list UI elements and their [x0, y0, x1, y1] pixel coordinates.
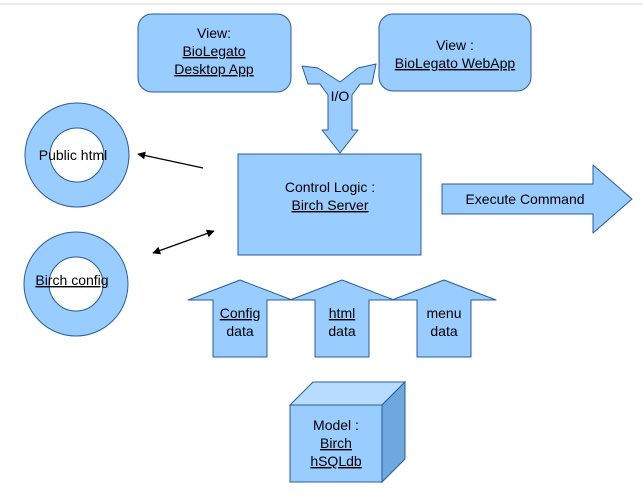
menu-data-line1: menu	[426, 305, 461, 321]
view-webapp-line2: BioLegato WebApp	[395, 55, 516, 71]
html-data-line2: data	[328, 323, 355, 339]
view-desktop-line1: View:	[197, 25, 231, 41]
view-desktop-line3: Desktop App	[174, 61, 254, 77]
execute-command-label: Execute Command	[465, 191, 584, 207]
birch-config-ring: Birch config	[23, 231, 129, 337]
view-webapp-line1: View :	[436, 37, 474, 53]
config-data-line2: data	[226, 323, 253, 339]
model-line3: hSQLdb	[310, 453, 362, 469]
view-desktop-box: View: BioLegato Desktop App	[137, 13, 292, 93]
config-data-line1: Config	[220, 305, 260, 321]
arrow-to-public-html	[137, 151, 204, 169]
io-split-arrow: I/O	[301, 63, 377, 154]
model-line2: Birch	[320, 435, 352, 451]
model-cube: Model : Birch hSQLdb	[288, 380, 407, 484]
arrow-birch-config-bidirectional	[152, 229, 215, 255]
control-logic-line2: Birch Server	[291, 197, 368, 213]
html-data-line1: html	[329, 305, 355, 321]
model-line1: Model :	[313, 417, 359, 433]
control-logic-line1: Control Logic :	[285, 179, 375, 195]
view-desktop-line2: BioLegato	[182, 43, 245, 59]
control-logic-box: Control Logic : Birch Server	[237, 153, 422, 256]
view-webapp-box: View : BioLegato WebApp	[378, 13, 532, 92]
execute-command-arrow: Execute Command	[441, 164, 633, 234]
public-html-ring: Public html	[24, 102, 130, 208]
html-data-arrow: html data	[289, 279, 395, 358]
birch-config-label: Birch config	[35, 272, 108, 288]
public-html-label: Public html	[39, 147, 107, 163]
menu-data-arrow: menu data	[391, 279, 497, 358]
io-label: I/O	[331, 88, 350, 104]
menu-data-line2: data	[430, 323, 457, 339]
public-html-text: Public html	[39, 147, 107, 163]
config-data-arrow: Config data	[187, 279, 293, 358]
